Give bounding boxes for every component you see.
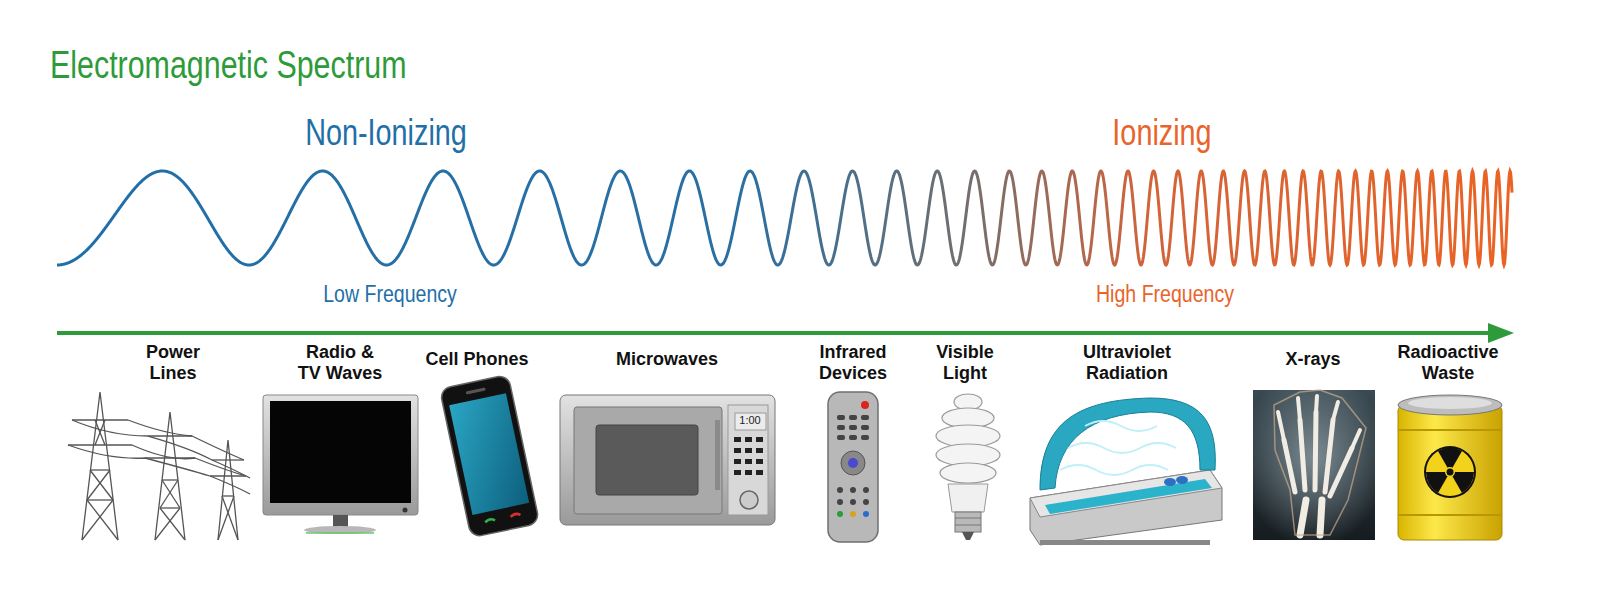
frequency-label: Low Frequency [297, 281, 484, 307]
tanning-bed-icon [1030, 398, 1222, 545]
source-label: X-rays [1263, 349, 1363, 370]
source-label: Infrared Devices [808, 342, 898, 383]
frequency-label: High Frequency [1072, 281, 1259, 307]
wave-line [57, 171, 1512, 265]
region-heading: Non-Ionizing [282, 112, 490, 153]
source-label: Ultraviolet Radiation [1069, 342, 1185, 383]
remote-icon [828, 392, 878, 542]
region-heading: Ionizing [1082, 112, 1242, 153]
power-tower-icon [68, 392, 250, 540]
tv-icon [263, 395, 418, 534]
xray-hand-icon [1253, 390, 1375, 540]
source-label: Radio & TV Waves [294, 342, 386, 383]
microwave-icon [560, 395, 775, 525]
source-label: Visible Light [928, 342, 1002, 383]
diagram-title: Electromagnetic Spectrum [50, 44, 407, 88]
source-label: Microwaves [592, 349, 742, 370]
waste-barrel-icon [1398, 395, 1502, 540]
source-label: Power Lines [137, 342, 209, 383]
bulb-icon [936, 394, 1000, 540]
source-label: Radioactive Waste [1386, 342, 1510, 383]
source-label: Cell Phones [407, 349, 547, 370]
display-text: 1:00 [735, 414, 765, 427]
spectrum-arrow [57, 323, 1514, 343]
cell-phone-icon [440, 374, 540, 537]
